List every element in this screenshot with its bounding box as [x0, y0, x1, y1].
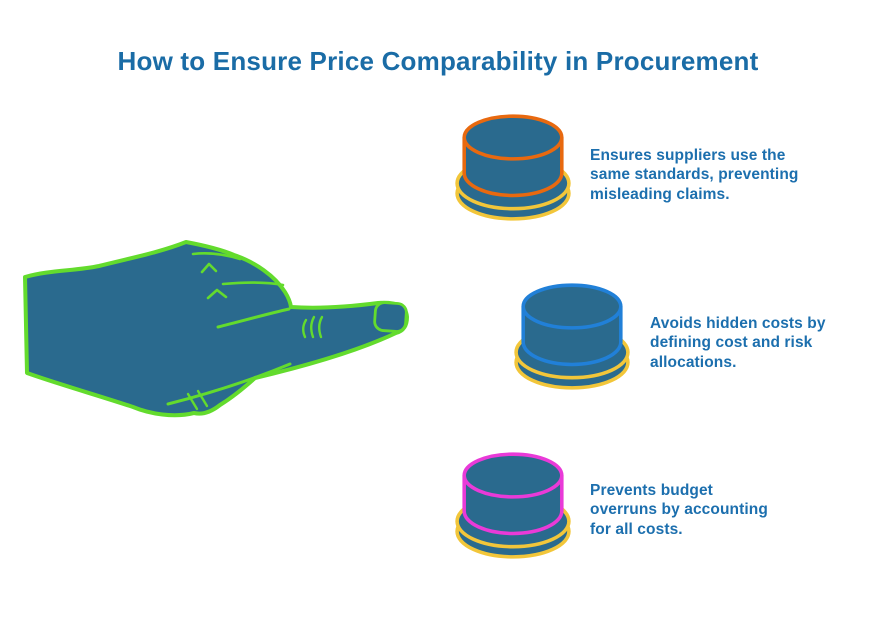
description-line: Prevents budget	[590, 482, 713, 499]
description-line: same standards, preventing	[590, 166, 799, 184]
item-description-cost-risk-allocation: Avoids hidden costs by defining cost and…	[650, 314, 826, 372]
knuckle-caret-mark-1	[200, 262, 218, 274]
pointing-hand-icon	[23, 240, 409, 418]
fingernail	[373, 301, 408, 333]
button-cylinder-top	[521, 283, 623, 330]
description-line: misleading claims.	[590, 185, 730, 203]
index-finger-crease-line	[216, 307, 291, 329]
button-cylinder-top	[462, 452, 564, 499]
push-button-icon-cost-risk-allocation	[514, 283, 630, 390]
description-line: overruns by accounting	[590, 501, 768, 519]
push-button-icon-total-cost-accounting	[455, 452, 571, 559]
description-line: defining cost and risk	[650, 334, 813, 352]
item-description-total-cost-accounting: Prevents budget overruns by accounting f…	[590, 481, 768, 539]
description-line: allocations.	[650, 353, 737, 371]
push-button-icon-standardized-specifications	[455, 114, 571, 221]
finger-joint-crease-marks	[302, 315, 324, 339]
button-cylinder-top	[462, 114, 564, 161]
knuckle-crease-upper-line	[191, 252, 242, 261]
knuckle-crease-lower-line	[221, 281, 285, 287]
description-line: Ensures suppliers use the	[590, 147, 786, 164]
description-line: for all costs.	[590, 520, 683, 538]
description-line: Avoids hidden costs by	[650, 315, 826, 332]
thumb-crease-marks	[186, 389, 209, 411]
item-description-standardized-specifications: Ensures suppliers use the same standards…	[590, 146, 798, 204]
thumb-edge-line	[166, 362, 292, 406]
knuckle-caret-mark-2	[206, 288, 228, 300]
page-title: How to Ensure Price Comparability in Pro…	[117, 46, 759, 76]
